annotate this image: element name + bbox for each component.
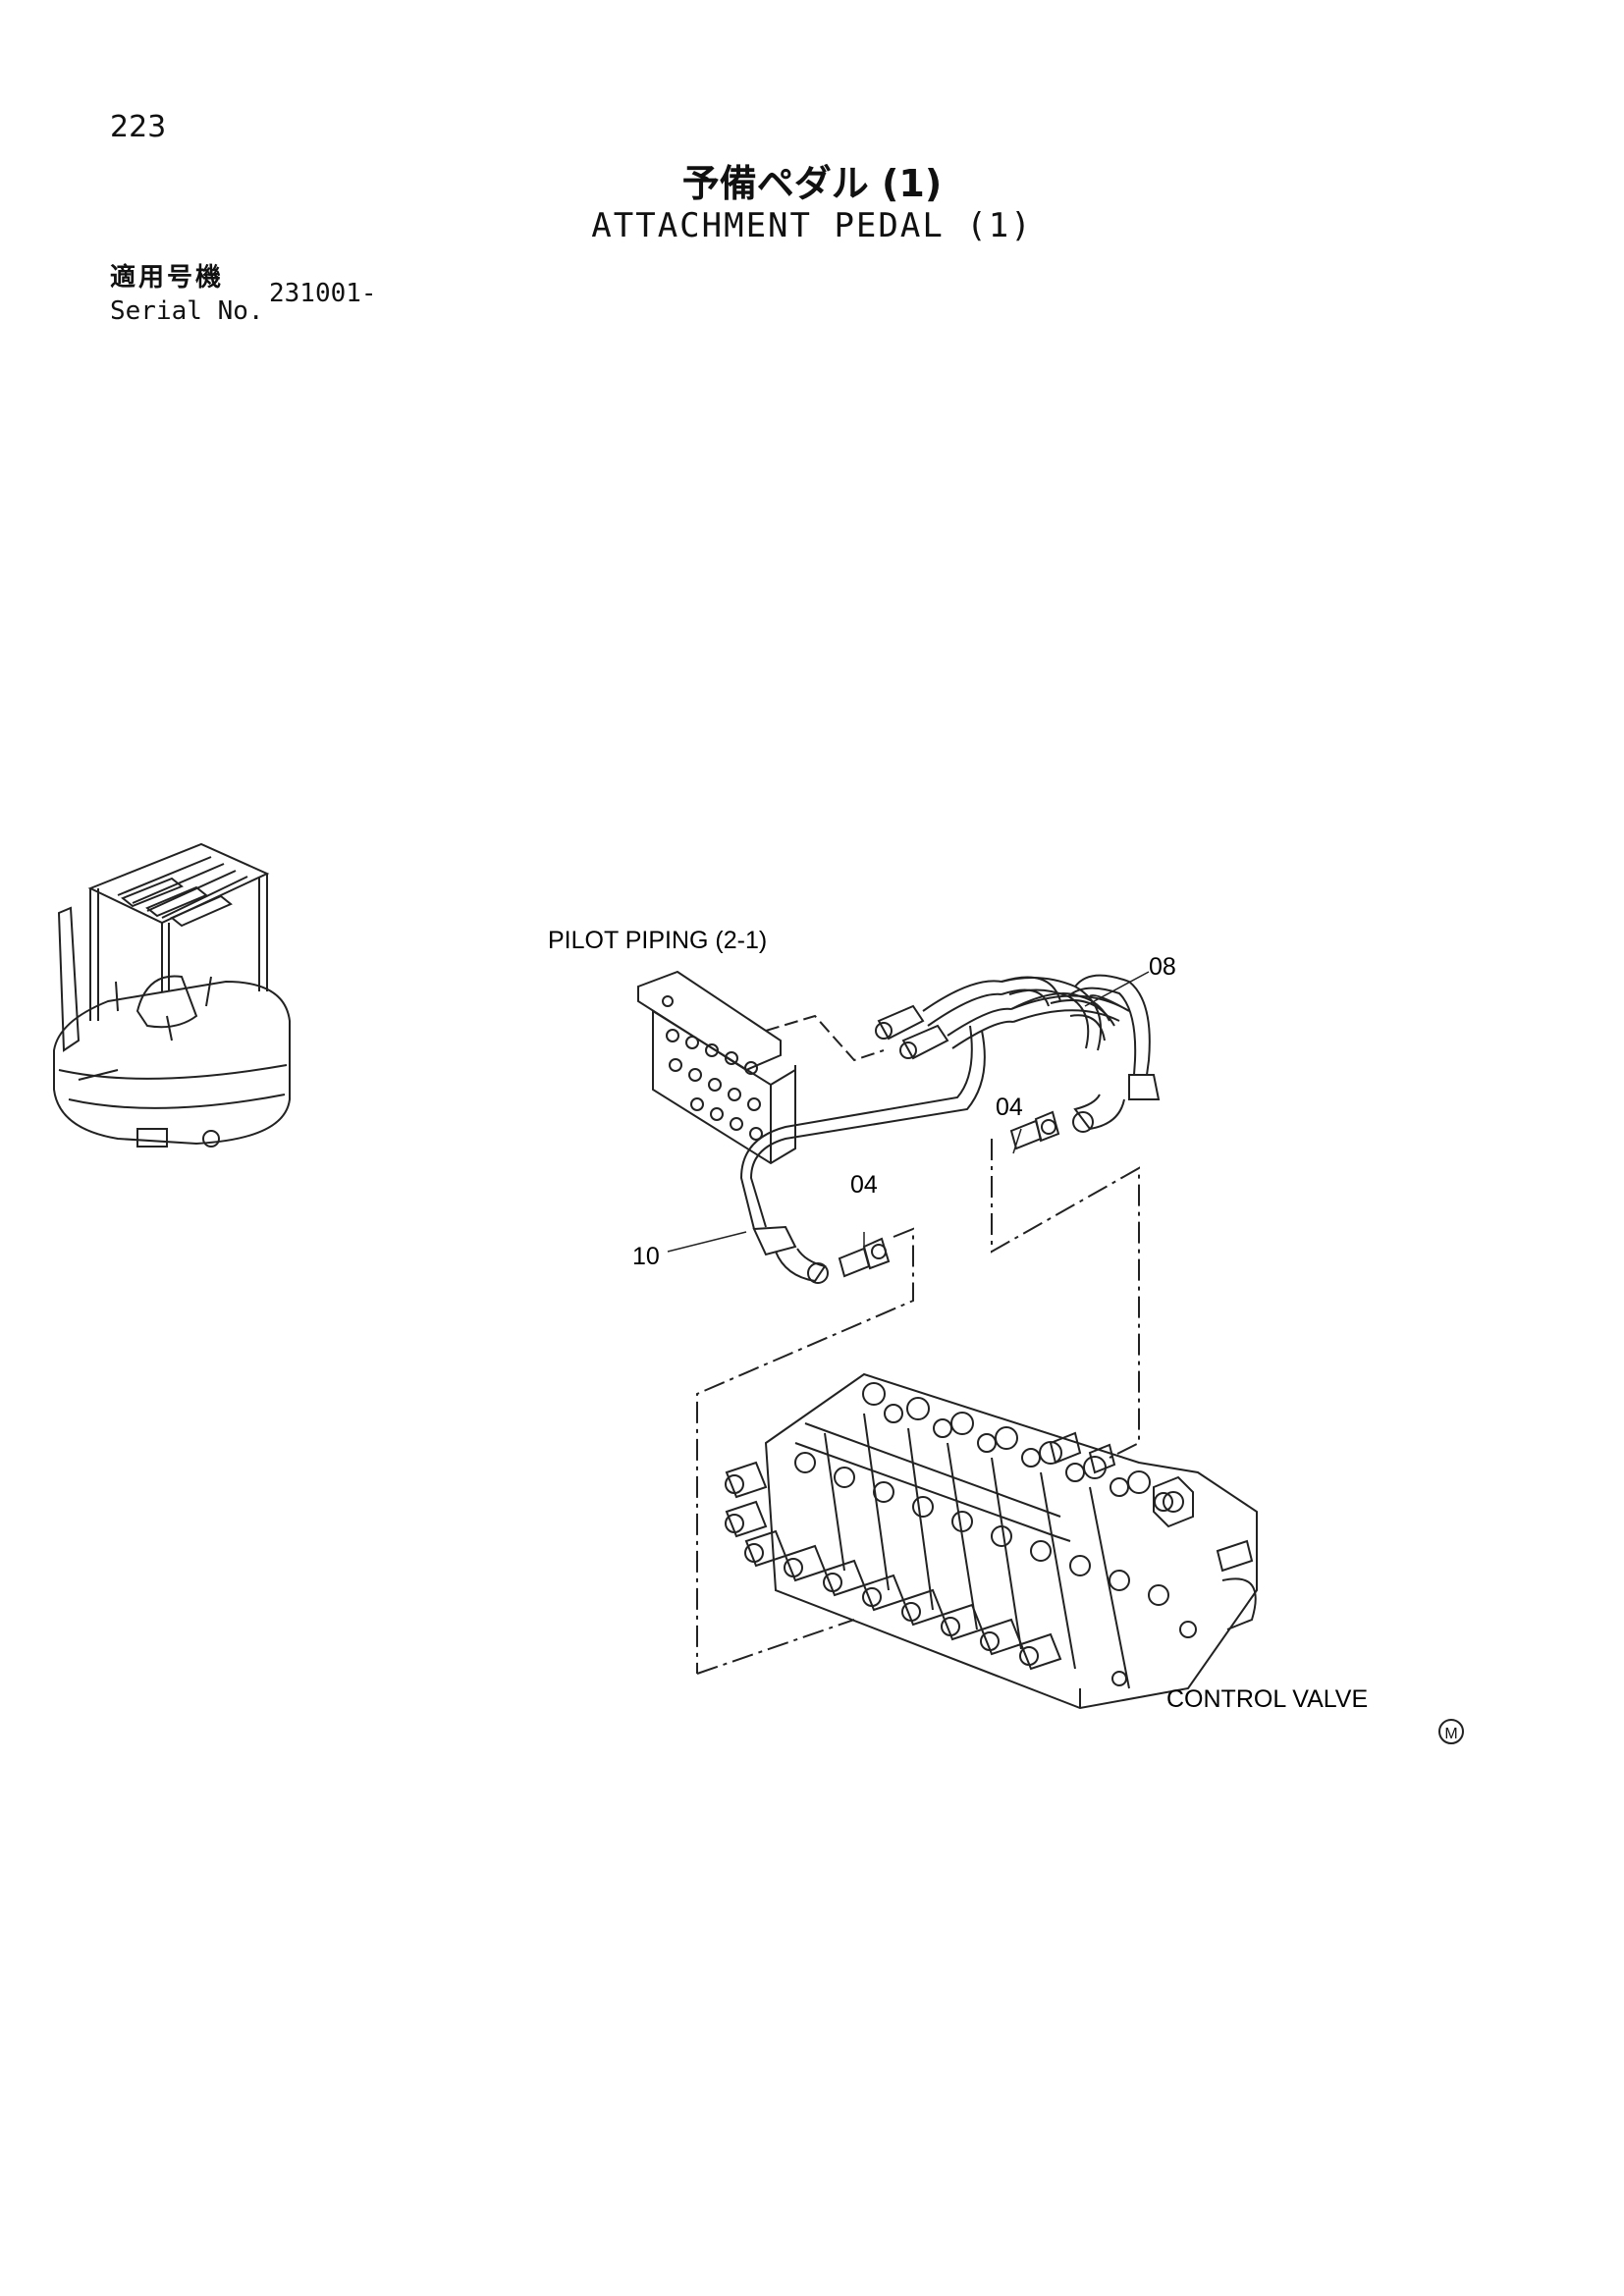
- serial-label-japanese: 適用号機: [110, 263, 225, 293]
- machine-thumbnail-icon: [53, 842, 291, 1148]
- circle-mark-letter: M: [1444, 1726, 1457, 1742]
- callout-08: 08: [1149, 953, 1176, 981]
- callout-04-upper: 04: [996, 1094, 1023, 1121]
- label-control-valve: CONTROL VALVE: [1166, 1685, 1368, 1713]
- page-title-english: ATTACHMENT PEDAL (1): [591, 206, 1033, 245]
- callout-10: 10: [632, 1243, 660, 1270]
- hose-08: [875, 974, 1161, 1133]
- valve-spool-plugs: [725, 1461, 1062, 1671]
- control-valve-assembly: [725, 1372, 1258, 1710]
- callout-04-lower: 04: [850, 1171, 878, 1199]
- bracket-holes: [662, 995, 763, 1141]
- page-number: 223: [110, 110, 167, 144]
- page-title-japanese: 予備ペダル (1): [681, 162, 943, 205]
- label-pilot-piping: PILOT PIPING (2-1): [548, 927, 767, 954]
- circle-mark-icon: [1438, 1719, 1464, 1744]
- adapter-04-right: [1009, 1110, 1060, 1150]
- hose-10: [739, 1025, 986, 1284]
- pilot-piping-bracket: [637, 970, 796, 1165]
- serial-label-english: Serial No.: [110, 296, 264, 326]
- serial-number-value: 231001-: [269, 279, 377, 308]
- adapter-04-left: [838, 1237, 891, 1278]
- leader-lines: [696, 1139, 1140, 1675]
